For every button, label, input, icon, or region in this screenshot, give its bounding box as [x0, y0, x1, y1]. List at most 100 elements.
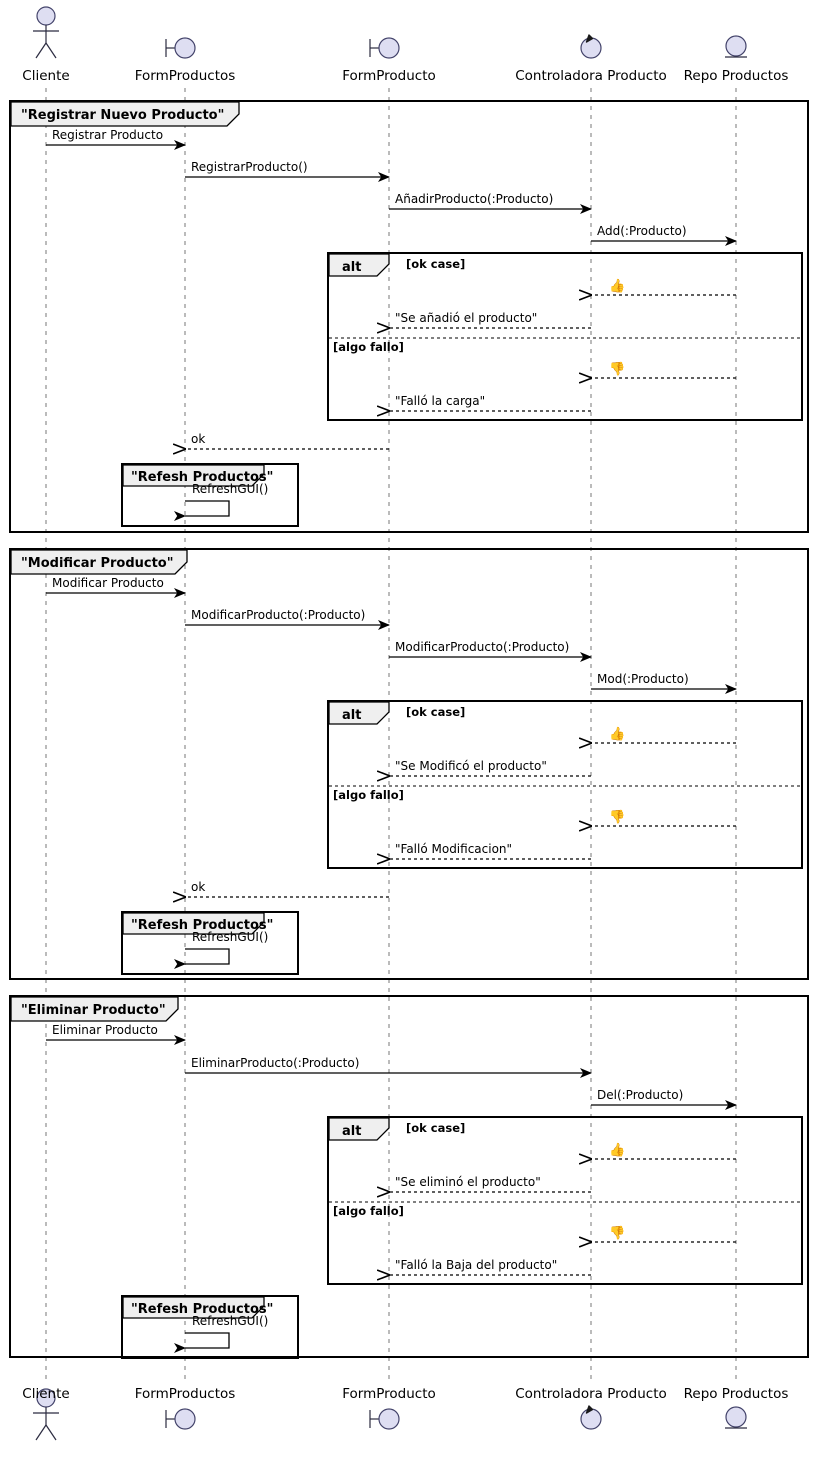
participant-formproductos-foot: FormProductos [135, 1386, 236, 1430]
alt-keyword-label: alt [342, 1124, 361, 1139]
fragment-frag-registrar: "Registrar Nuevo Producto" [9, 100, 809, 533]
self-message-label: RefreshGUI() [192, 1314, 268, 1328]
thumbs-down-icon: 👎 [609, 809, 625, 825]
message-label: Registrar Producto [52, 128, 163, 142]
message-label: "Se eliminó el producto" [395, 1175, 541, 1189]
message-label: AñadirProducto(:Producto) [395, 192, 553, 206]
fragment-frag-eliminar: "Eliminar Producto" [9, 995, 809, 1358]
message-label: ok [191, 880, 205, 894]
message-label: Modificar Producto [52, 576, 164, 590]
inner-fragment-border [121, 1295, 299, 1359]
participant-repo-head: Repo Productos [684, 35, 789, 84]
alt-guard-label-0: [ok case] [406, 705, 465, 719]
inner-fragment-border [121, 911, 299, 975]
message-frag-eliminar-0: Eliminar Producto [46, 1023, 186, 1045]
inner-fragment-tab [122, 912, 265, 935]
message-frag-registrar-alt0-0: 👍 [591, 278, 736, 295]
self-message-label: RefreshGUI() [192, 930, 268, 944]
fragment-border [9, 548, 809, 980]
actor-leg-right-icon [45, 1424, 57, 1441]
alt-tab [328, 701, 390, 725]
message-frag-registrar-alt1-0: 👎 [591, 361, 736, 378]
fragment-title-label: "Modificar Producto" [21, 556, 174, 571]
lifelines-group [45, 88, 737, 1382]
alt-tab [328, 253, 390, 277]
alt-fragment-frag-eliminar: alt[ok case][algo fallo] [327, 1116, 803, 1285]
self-message-arrow [174, 500, 230, 521]
actor-leg-left-icon [35, 1424, 47, 1441]
message-frag-eliminar-alt1-0: 👎 [591, 1225, 736, 1242]
message-frag-registrar-post-0: ok [185, 432, 389, 449]
fragment-tab [10, 101, 240, 127]
self-message-arrow [174, 948, 230, 969]
inner-fragment-tab [122, 464, 265, 487]
boundary-circle-icon [174, 37, 196, 59]
alt-fragment-frag-modificar: alt[ok case][algo fallo] [327, 700, 803, 869]
fragment-title-label: "Eliminar Producto" [21, 1003, 166, 1018]
message-label: ModificarProducto(:Producto) [395, 640, 569, 654]
participant-controladora-head: Controladora Producto [515, 34, 667, 84]
inner-fragment-frag-modificar: "Refesh Productos"RefreshGUI() [121, 911, 299, 975]
participant-heads-group: Cliente FormProductos FormProducto Controla… [22, 6, 789, 84]
fragment-tab [10, 549, 188, 575]
alt-guard-label-1: [algo fallo] [333, 788, 404, 802]
alt-fragment-frag-registrar: alt[ok case][algo fallo] [327, 252, 803, 421]
participant-cliente-foot: Cliente [22, 1386, 70, 1441]
message-frag-eliminar-alt1-1: "Falló la Baja del producto" [389, 1258, 591, 1275]
self-message-arrow [174, 1332, 230, 1353]
message-frag-registrar-3: Add(:Producto) [591, 224, 737, 246]
control-circle-icon [580, 1408, 602, 1430]
message-frag-registrar-0: Registrar Producto [46, 128, 186, 150]
message-frag-registrar-1: RegistrarProducto() [185, 160, 390, 182]
participant-formproductos-head: FormProductos [135, 37, 235, 84]
thumbs-down-icon: 👎 [609, 1225, 625, 1241]
message-frag-modificar-3: Mod(:Producto) [591, 672, 737, 694]
message-label: ModificarProducto(:Producto) [191, 608, 365, 622]
alt-guard-label-1: [algo fallo] [333, 340, 404, 354]
message-frag-modificar-alt0-0: 👍 [591, 726, 736, 743]
inner-fragment-tab [122, 1296, 265, 1319]
message-frag-eliminar-alt0-1: "Se eliminó el producto" [389, 1175, 591, 1192]
boundary-circle-icon [174, 1408, 196, 1430]
message-frag-modificar-0: Modificar Producto [46, 576, 186, 598]
alt-guard-label-1: [algo fallo] [333, 1204, 404, 1218]
participant-label-formproductos: FormProductos [135, 1386, 236, 1402]
inner-fragment-title-label: "Refesh Productos" [131, 918, 273, 933]
participant-label-repo: Repo Productos [684, 68, 789, 84]
thumbs-down-icon: 👎 [609, 361, 625, 377]
thumbs-up-icon: 👍 [609, 726, 625, 742]
entity-circle-icon [725, 35, 747, 57]
message-label: "Falló la Baja del producto" [395, 1258, 557, 1272]
message-frag-modificar-alt1-0: 👎 [591, 809, 736, 826]
participant-formproducto-foot: FormProducto [342, 1386, 436, 1430]
participant-cliente-head: Cliente [22, 6, 70, 84]
entity-circle-icon [725, 1406, 747, 1428]
actor-leg-left-icon [35, 42, 47, 59]
participant-label-formproducto: FormProducto [342, 1386, 436, 1402]
message-label: Add(:Producto) [597, 224, 687, 238]
message-frag-modificar-2: ModificarProducto(:Producto) [389, 640, 592, 662]
thumbs-up-icon: 👍 [609, 1142, 625, 1158]
inner-fragment-title-label: "Refesh Productos" [131, 470, 273, 485]
participant-label-repo: Repo Productos [684, 1386, 789, 1402]
message-frag-modificar-alt1-1: "Falló Modificacion" [389, 842, 591, 859]
alt-border [327, 700, 803, 869]
message-frag-modificar-1: ModificarProducto(:Producto) [185, 608, 390, 630]
message-label: RegistrarProducto() [191, 160, 308, 174]
actor-leg-right-icon [45, 42, 57, 59]
participant-formproducto-head: FormProducto [342, 37, 436, 84]
alt-border [327, 1116, 803, 1285]
message-frag-eliminar-2: Del(:Producto) [591, 1088, 737, 1110]
message-label: "Falló la carga" [395, 394, 485, 408]
message-label: Mod(:Producto) [597, 672, 689, 686]
participant-label-cliente: Cliente [22, 1386, 69, 1402]
alt-guard-label-0: [ok case] [406, 257, 465, 271]
inner-fragment-title-label: "Refesh Productos" [131, 1302, 273, 1317]
message-label: ok [191, 432, 205, 446]
message-frag-eliminar-alt0-0: 👍 [591, 1142, 736, 1159]
control-circle-icon [580, 37, 602, 59]
boundary-circle-icon [378, 1408, 400, 1430]
control-arrow-icon [585, 1405, 594, 1414]
